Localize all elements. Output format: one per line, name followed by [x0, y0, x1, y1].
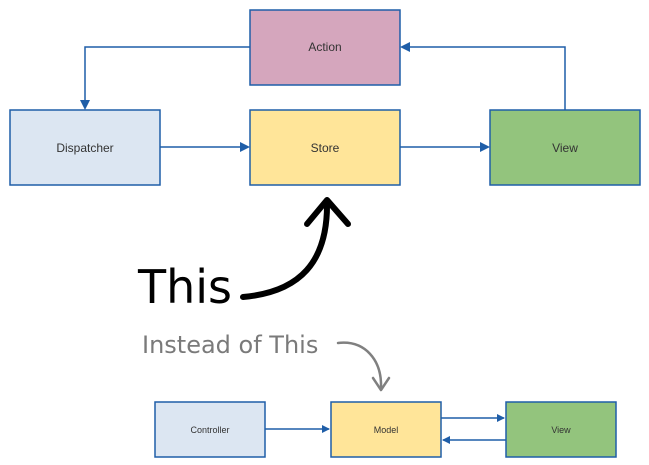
- dispatcher-box: [9, 109, 161, 186]
- flux-view-label: View: [552, 141, 578, 155]
- store-node: Store: [249, 109, 401, 186]
- mvc-diagram: Controller Model View: [154, 401, 617, 458]
- instead-of-this-label: Instead of This: [142, 331, 318, 359]
- store-label: Store: [311, 141, 340, 155]
- arrow-view-to-action: [400, 42, 566, 110]
- action-box: [249, 9, 401, 86]
- arrow-action-to-dispatcher: [80, 46, 250, 110]
- flux-view-node: View: [489, 109, 641, 186]
- this-arrowhead-icon: [304, 197, 351, 227]
- model-label: Model: [374, 425, 399, 435]
- controller-label: Controller: [190, 425, 229, 435]
- mvc-view-label: View: [551, 425, 571, 435]
- action-node: Action: [249, 9, 401, 86]
- flux-diagram: Action Dispatcher Store View: [9, 9, 641, 186]
- model-node: Model: [330, 401, 442, 458]
- mvc-view-node: View: [505, 401, 617, 458]
- dispatcher-label: Dispatcher: [56, 141, 113, 155]
- instead-curved-arrow: [336, 341, 383, 390]
- action-label: Action: [308, 40, 341, 54]
- controller-box: [154, 401, 266, 458]
- instead-arrowhead-icon: [371, 376, 391, 392]
- controller-node: Controller: [154, 401, 266, 458]
- model-box: [330, 401, 442, 458]
- annotations: This Instead of This: [137, 197, 391, 392]
- dispatcher-node: Dispatcher: [9, 109, 161, 186]
- this-label: This: [137, 260, 232, 314]
- mvc-view-box: [505, 401, 617, 458]
- flux-view-box: [489, 109, 641, 186]
- store-box: [249, 109, 401, 186]
- this-curved-arrow: [240, 199, 331, 300]
